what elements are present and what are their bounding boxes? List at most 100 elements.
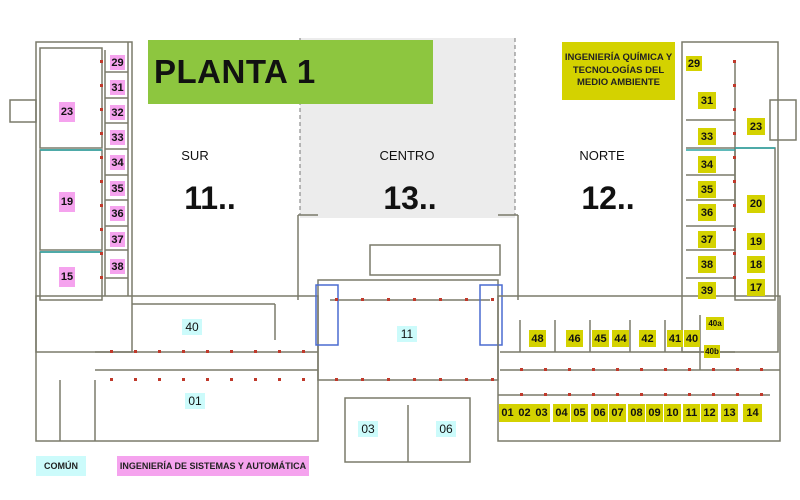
column-marker <box>760 393 763 396</box>
room-quimica-29: 29 <box>686 56 702 71</box>
column-marker <box>733 252 736 255</box>
room-quimica-40a: 40a <box>706 317 724 330</box>
column-marker <box>100 276 103 279</box>
room-sistemas-19: 19 <box>59 192 75 212</box>
room-comun-40: 40 <box>182 319 202 335</box>
column-marker <box>230 378 233 381</box>
room-quimica-40b: 40b <box>704 345 720 358</box>
room-comun-11: 11 <box>397 326 417 342</box>
room-quimica-03: 03 <box>533 404 550 422</box>
room-quimica-10: 10 <box>664 404 681 422</box>
legend-sistemas: INGENIERÍA DE SISTEMAS Y AUTOMÁTICA <box>117 456 309 476</box>
column-marker <box>733 60 736 63</box>
legend-comun: COMÚN <box>36 456 86 476</box>
room-quimica-01: 01 <box>499 404 516 422</box>
room-sistemas-31: 31 <box>110 80 125 95</box>
column-marker <box>733 276 736 279</box>
room-sistemas-36: 36 <box>110 206 125 221</box>
zone-sur-name: SUR <box>181 148 209 163</box>
column-marker <box>733 156 736 159</box>
column-marker <box>733 228 736 231</box>
room-sistemas-38: 38 <box>110 259 125 274</box>
column-marker <box>413 298 416 301</box>
room-sistemas-15: 15 <box>59 267 75 287</box>
room-quimica-19: 19 <box>747 233 765 250</box>
room-quimica-06: 06 <box>591 404 608 422</box>
room-quimica-40: 40 <box>684 330 700 347</box>
column-marker <box>640 393 643 396</box>
room-quimica-37: 37 <box>698 231 716 248</box>
room-quimica-02: 02 <box>516 404 533 422</box>
column-marker <box>158 378 161 381</box>
room-quimica-34: 34 <box>698 156 716 173</box>
room-quimica-04: 04 <box>553 404 570 422</box>
column-marker <box>100 156 103 159</box>
column-marker <box>278 350 281 353</box>
zone-norte-prefix: 12.. <box>581 180 635 216</box>
column-marker <box>439 298 442 301</box>
column-marker <box>182 378 185 381</box>
room-quimica-42: 42 <box>639 330 656 347</box>
room-quimica-18: 18 <box>747 256 765 273</box>
zone-centro-name: CENTRO <box>379 148 435 163</box>
column-marker <box>736 368 739 371</box>
column-marker <box>688 368 691 371</box>
room-sistemas-35: 35 <box>110 181 125 196</box>
column-marker <box>688 393 691 396</box>
room-quimica-38: 38 <box>698 256 716 273</box>
room-comun-03: 03 <box>358 421 378 437</box>
room-quimica-35: 35 <box>698 181 716 198</box>
room-quimica-09: 09 <box>646 404 663 422</box>
column-marker <box>568 368 571 371</box>
room-quimica-20: 20 <box>747 195 765 213</box>
room-quimica-17: 17 <box>747 279 765 296</box>
column-marker <box>134 378 137 381</box>
zone-sur-prefix: 11.. <box>184 180 236 216</box>
column-marker <box>254 378 257 381</box>
room-comun-01: 01 <box>185 393 205 409</box>
column-marker <box>736 393 739 396</box>
room-quimica-14: 14 <box>743 404 762 422</box>
room-quimica-36: 36 <box>698 204 716 221</box>
column-marker <box>664 393 667 396</box>
room-quimica-13: 13 <box>721 404 738 422</box>
column-marker <box>387 298 390 301</box>
column-marker <box>361 378 364 381</box>
room-quimica-31: 31 <box>698 92 716 109</box>
column-marker <box>664 368 667 371</box>
room-quimica-44: 44 <box>612 330 629 347</box>
column-marker <box>110 350 113 353</box>
column-marker <box>491 378 494 381</box>
room-quimica-05: 05 <box>571 404 588 422</box>
column-marker <box>465 298 468 301</box>
column-marker <box>302 350 305 353</box>
zone-centro-prefix: 13.. <box>383 180 437 216</box>
column-marker <box>712 368 715 371</box>
column-marker <box>544 393 547 396</box>
columns <box>100 60 763 396</box>
column-marker <box>616 368 619 371</box>
column-marker <box>413 378 416 381</box>
column-marker <box>182 350 185 353</box>
room-quimica-41: 41 <box>667 330 683 347</box>
column-marker <box>100 60 103 63</box>
room-sistemas-32: 32 <box>110 105 125 120</box>
room-sistemas-29: 29 <box>110 55 125 70</box>
column-marker <box>361 298 364 301</box>
column-marker <box>733 180 736 183</box>
column-marker <box>110 378 113 381</box>
room-sistemas-33: 33 <box>110 130 125 145</box>
column-marker <box>465 378 468 381</box>
column-marker <box>278 378 281 381</box>
column-marker <box>100 132 103 135</box>
room-quimica-48: 48 <box>529 330 546 347</box>
room-quimica-39: 39 <box>698 282 716 299</box>
room-quimica-08: 08 <box>628 404 645 422</box>
column-marker <box>100 252 103 255</box>
room-comun-06: 06 <box>436 421 456 437</box>
room-quimica-23: 23 <box>747 118 765 135</box>
column-marker <box>712 393 715 396</box>
column-marker <box>733 108 736 111</box>
column-marker <box>230 350 233 353</box>
column-marker <box>640 368 643 371</box>
